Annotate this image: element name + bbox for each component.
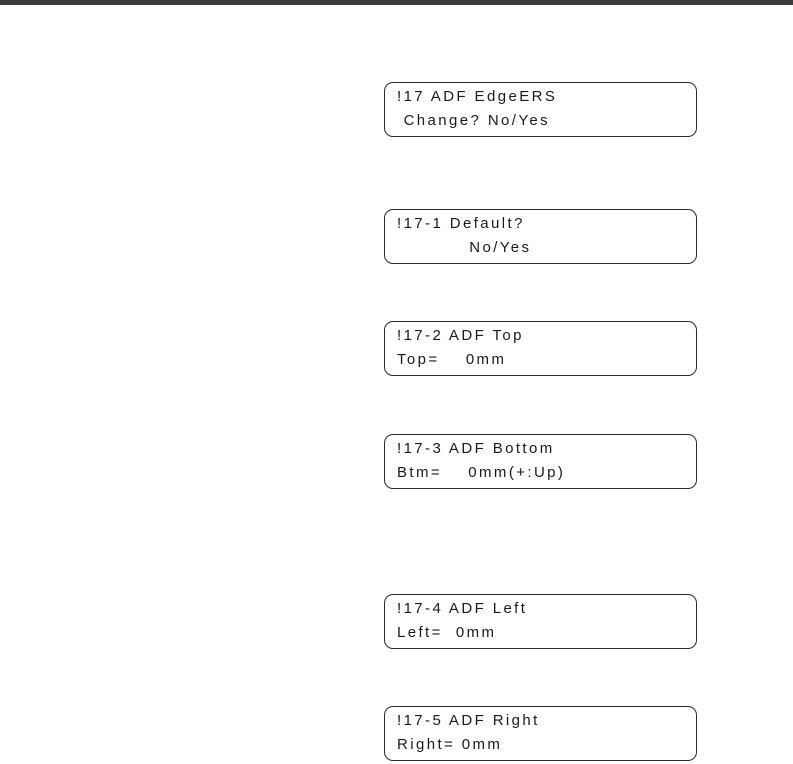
- lcd-line-1: !17-2 ADF Top: [397, 327, 524, 344]
- lcd-display-adf-left: !17-4 ADF Left Left= 0mm: [384, 594, 697, 649]
- lcd-line-2: Change? No/Yes: [397, 112, 551, 129]
- top-rule: [0, 0, 793, 5]
- lcd-line-1: !17-1 Default?: [397, 215, 525, 232]
- lcd-line-2: Top= 0mm: [397, 351, 507, 368]
- lcd-line-2: Btm= 0mm(+:Up): [397, 464, 566, 481]
- lcd-display-adf-top: !17-2 ADF Top Top= 0mm: [384, 321, 697, 376]
- lcd-line-1: !17-5 ADF Right: [397, 712, 540, 729]
- lcd-display-adf-right: !17-5 ADF Right Right= 0mm: [384, 706, 697, 761]
- lcd-line-1: !17-4 ADF Left: [397, 600, 528, 617]
- lcd-line-2: Left= 0mm: [397, 624, 497, 641]
- lcd-line-2: No/Yes: [397, 239, 532, 256]
- lcd-display-adf-edge-ers: !17 ADF EdgeERS Change? No/Yes: [384, 82, 697, 137]
- lcd-display-adf-bottom: !17-3 ADF Bottom Btm= 0mm(+:Up): [384, 434, 697, 489]
- lcd-line-1: !17 ADF EdgeERS: [397, 88, 558, 105]
- lcd-line-1: !17-3 ADF Bottom: [397, 440, 555, 457]
- lcd-display-default: !17-1 Default? No/Yes: [384, 209, 697, 264]
- lcd-line-2: Right= 0mm: [397, 736, 503, 753]
